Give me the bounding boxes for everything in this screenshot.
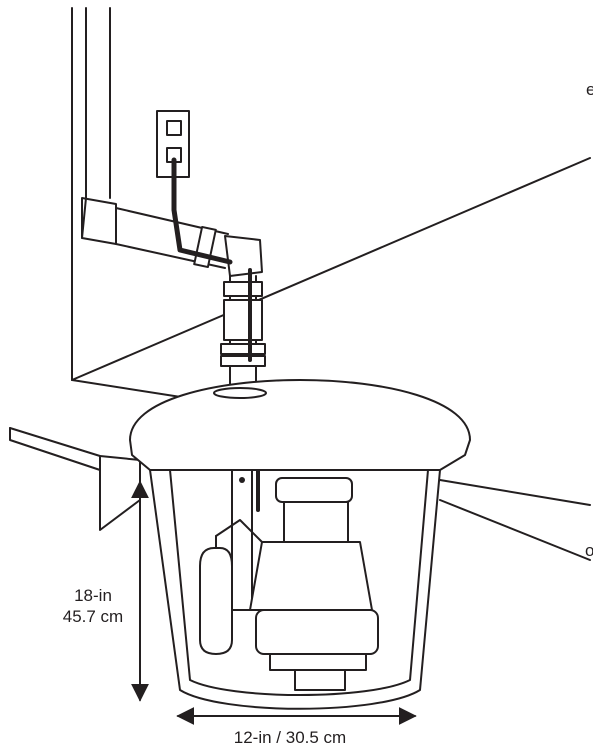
pipe-elbow (81, 197, 117, 245)
height-label-inches: 18-in (74, 586, 112, 605)
basin-lid (129, 379, 471, 471)
height-label-centimeters: 45.7 cm (62, 607, 124, 626)
mount-dot (239, 477, 245, 483)
sump-pump (231, 469, 379, 691)
discharge-pipe-vertical (85, 7, 111, 199)
cropped-text-mid: o (585, 541, 593, 560)
cropped-text-top: e (586, 80, 593, 99)
pipe-elbow-down (224, 235, 263, 277)
power-cord (171, 157, 260, 512)
float-switch (199, 519, 263, 655)
floor-slab (9, 427, 141, 531)
basement-walls (71, 7, 591, 561)
width-label: 12-in / 30.5 cm (233, 728, 347, 747)
discharge-pipe-union (220, 275, 266, 386)
electrical-outlet (156, 110, 190, 178)
